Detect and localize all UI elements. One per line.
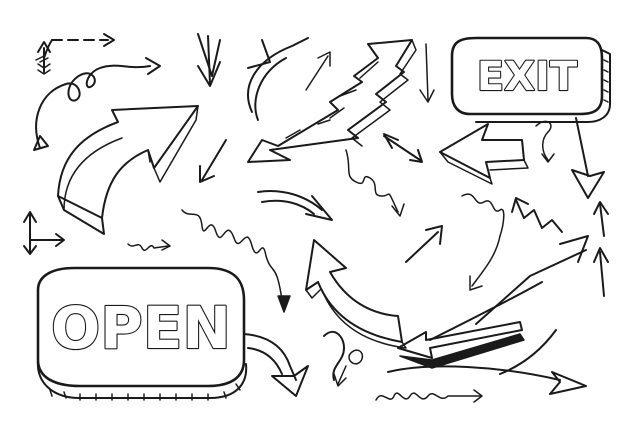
swirl-arrow-icon: [535, 120, 555, 163]
loop-arrow-icon: [33, 57, 161, 151]
up-right-arrow-icon: [405, 225, 443, 263]
open-pointer-arrow-icon: [243, 333, 309, 397]
down-arrow-icon: [197, 33, 221, 87]
feather-arrow-icon: [37, 41, 51, 75]
spring-right-arrow-icon: [461, 193, 505, 291]
exit-sign: EXIT: [450, 36, 611, 123]
open-sign-label: OPEN: [51, 294, 231, 362]
double-small-arrow-icon: [383, 133, 423, 163]
diagonal-arrow-icon: [199, 139, 227, 183]
zigzag-3d-arrow-icon: [247, 39, 417, 163]
3d-left-arrow-icon: [439, 123, 529, 185]
3d-bent-arrow-icon: [305, 239, 407, 349]
small-arrow-icon: [305, 51, 331, 91]
open-sign: OPEN: [36, 266, 248, 401]
up-arrows-icon: [593, 201, 609, 297]
spiral-arrow-icon: [345, 149, 405, 217]
exit-sign-label: EXIT: [477, 54, 578, 100]
long-up-arrow-icon: [429, 235, 589, 341]
bottom-spring-icon: [375, 389, 483, 403]
curved-right-arrow-icon: [257, 190, 333, 221]
exit-pointer-arrow-icon: [571, 117, 605, 199]
wavy-arrow-icon: [323, 330, 364, 387]
double-headed-arrow-icon: [23, 211, 65, 255]
spring-arrow-icon: [181, 209, 291, 313]
vertical-arrow-icon: [419, 43, 435, 103]
curved-arrow-icon: [247, 37, 309, 121]
3d-curved-arrow-icon: [57, 105, 199, 235]
small-spring-icon: [127, 239, 171, 251]
sweeping-arrow-icon: [387, 329, 587, 395]
3d-down-left-arrow-icon: [397, 321, 525, 369]
lightning-arrow-icon: [511, 197, 563, 233]
